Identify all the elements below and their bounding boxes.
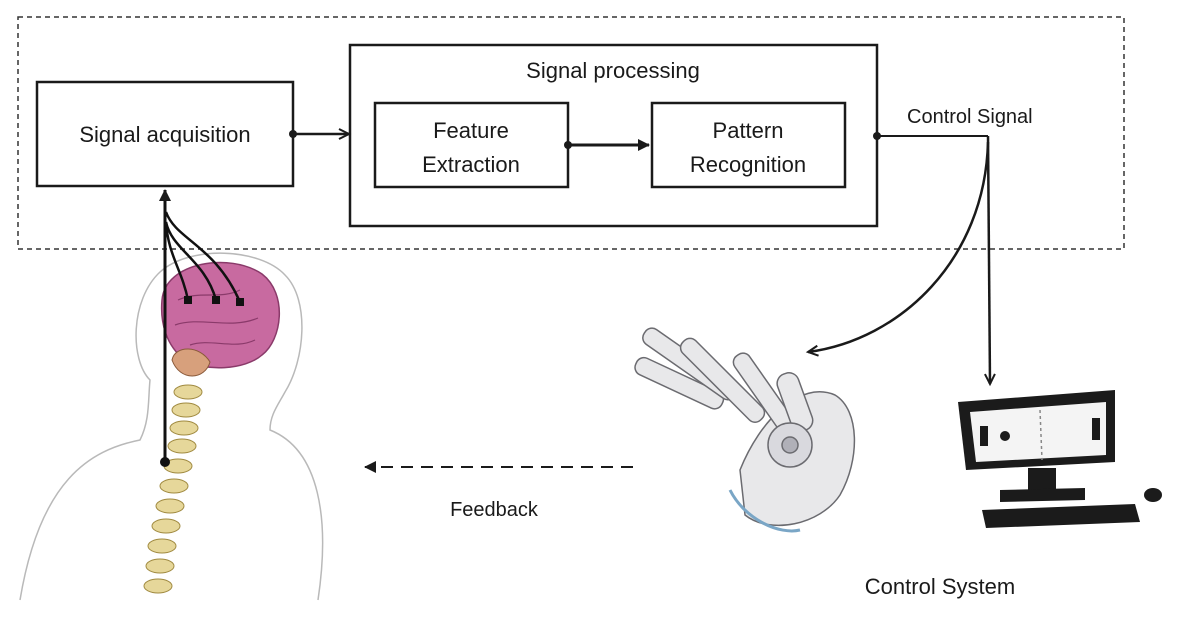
signal-processing-label: Signal processing <box>526 58 700 83</box>
system-boundary <box>17 16 1125 250</box>
control-signal-label: Control Signal <box>907 106 1033 128</box>
signal-acquisition-block: Signal acquisition <box>35 80 295 188</box>
signal-acquisition-label: Signal acquisition <box>79 122 250 147</box>
control-system-label: Control System <box>865 574 1015 599</box>
pattern-recognition-block: Pattern Recognition <box>650 101 847 189</box>
pattern-recognition-line2: Recognition <box>690 152 806 177</box>
feature-extraction-line1: Feature <box>433 118 509 143</box>
pattern-recognition-line1: Pattern <box>713 118 784 143</box>
feature-extraction-line2: Extraction <box>422 152 520 177</box>
control-to-hand-arrow <box>805 141 990 357</box>
feedback-label: Feedback <box>450 499 539 521</box>
control-to-computer-arrow <box>984 135 996 387</box>
robotic-hand-illustration <box>634 327 856 533</box>
human-head-illustration <box>19 189 324 601</box>
feature-extraction-block: Feature Extraction <box>373 101 570 189</box>
computer-illustration <box>958 390 1162 528</box>
